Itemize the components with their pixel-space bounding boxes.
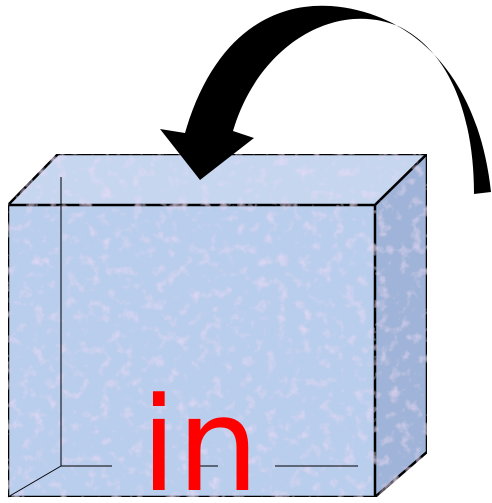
word-label: in (141, 369, 260, 503)
box-side-face (375, 154, 427, 497)
